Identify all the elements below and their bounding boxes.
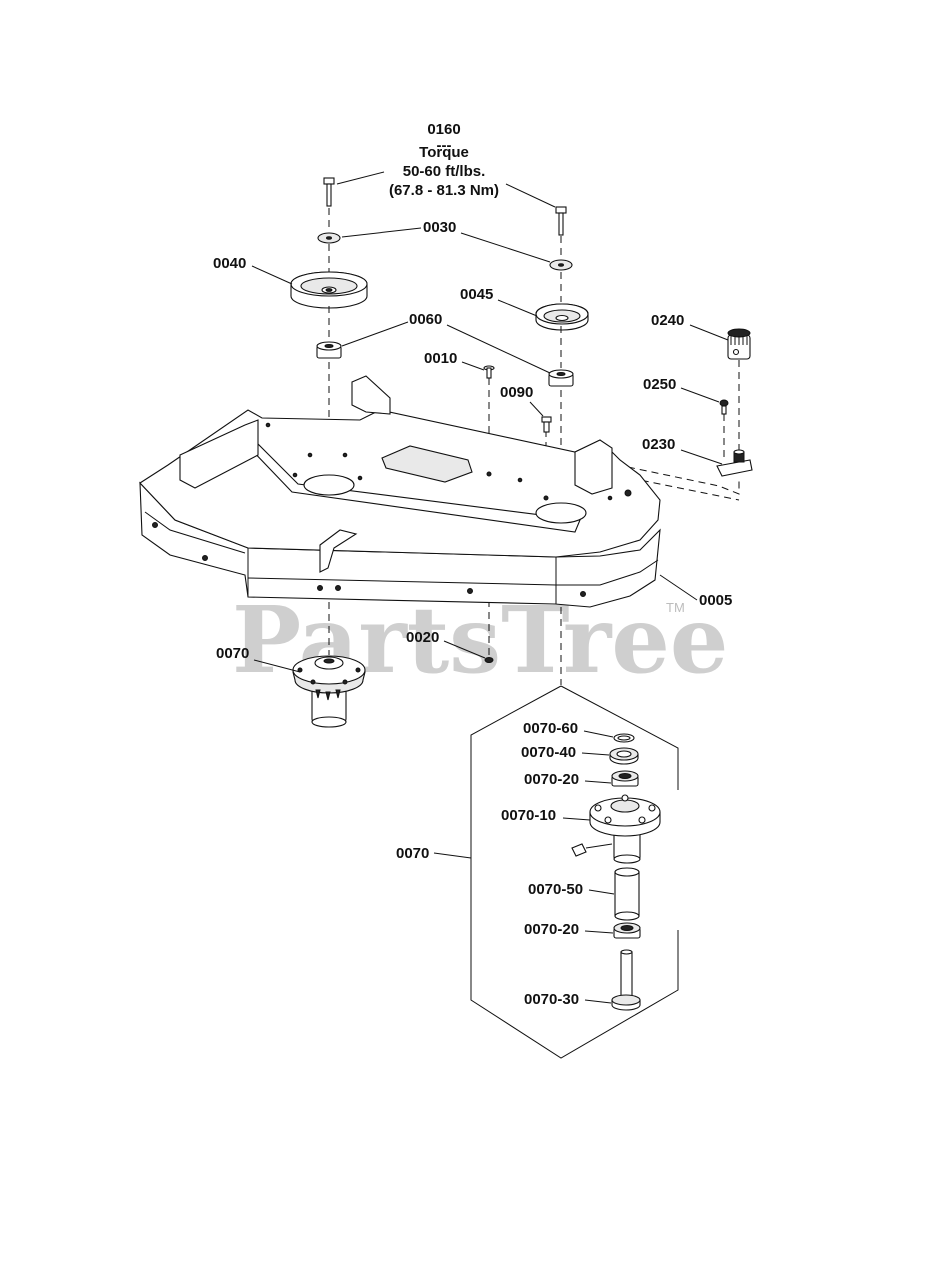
bearing-right	[548, 369, 574, 387]
torque-value-imperial: 50-60 ft/lbs.	[403, 163, 486, 180]
callout-0070-20-upper: 0070-20	[524, 771, 579, 788]
torque-note: 0160 --- Torque 50-60 ft/lbs. (67.8 - 81…	[389, 121, 499, 199]
small-washer	[484, 657, 494, 663]
bolt-left	[323, 177, 335, 207]
spindle-kit-outline	[560, 685, 679, 790]
callout-0020: 0020	[406, 629, 439, 646]
callout-0045: 0045	[460, 286, 493, 303]
washer-left	[317, 232, 341, 244]
spindle-housing	[571, 794, 661, 864]
torque-title: Torque	[419, 144, 469, 161]
bolt-0250	[719, 399, 729, 415]
torque-separator: ---	[437, 137, 452, 154]
seal	[609, 747, 639, 765]
callout-0040: 0040	[213, 255, 246, 272]
bolt-small	[541, 416, 552, 433]
callout-0240: 0240	[651, 312, 684, 329]
callout-0070-50: 0070-50	[528, 881, 583, 898]
mower-deck	[139, 375, 661, 608]
callout-0060: 0060	[409, 311, 442, 328]
adjustment-bracket	[716, 449, 753, 477]
callout-0090: 0090	[500, 384, 533, 401]
spindle-bearing-upper	[611, 770, 639, 787]
callout-0010: 0010	[424, 350, 457, 367]
callout-0070-kit: 0070	[396, 845, 429, 862]
callout-0070-30: 0070-30	[524, 991, 579, 1008]
bolt-right	[555, 206, 567, 236]
watermark-trademark: TM	[666, 600, 685, 615]
callout-0250: 0250	[643, 376, 676, 393]
callout-0030: 0030	[423, 219, 456, 236]
torque-value-metric: (67.8 - 81.3 Nm)	[389, 182, 499, 199]
pin	[483, 365, 495, 379]
callout-0070-40: 0070-40	[521, 744, 576, 761]
callout-0070-20-lower: 0070-20	[524, 921, 579, 938]
spacer-tube	[614, 867, 640, 921]
idler-pulley	[535, 303, 589, 331]
spindle-bearing-lower	[613, 922, 641, 939]
adjustment-knob	[727, 328, 751, 360]
washer-right	[549, 259, 573, 271]
retaining-ring	[613, 733, 635, 743]
torque-part-number: 0160	[427, 121, 460, 138]
callout-0070-10: 0070-10	[501, 807, 556, 824]
callout-0070-60: 0070-60	[523, 720, 578, 737]
spindle-shaft	[611, 949, 641, 1011]
callout-0070-left: 0070	[216, 645, 249, 662]
callout-0005: 0005	[699, 592, 732, 609]
callout-0230: 0230	[642, 436, 675, 453]
pulley-large	[290, 271, 368, 309]
spindle-assembly	[292, 655, 366, 728]
bearing-left	[316, 341, 342, 359]
